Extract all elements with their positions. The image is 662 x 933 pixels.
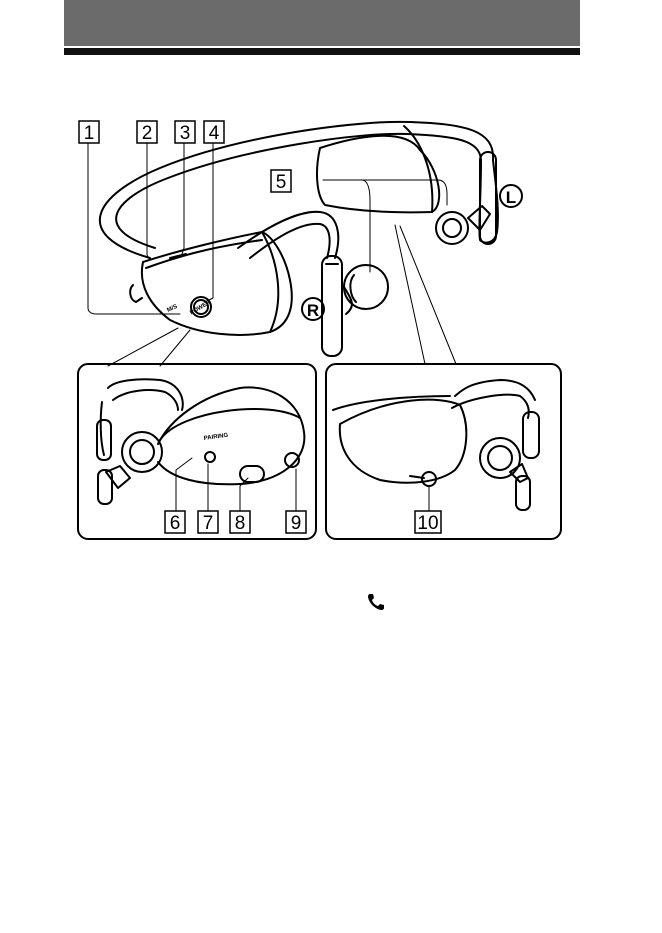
left-marker-label: L <box>506 188 516 207</box>
callout-number: 4 <box>209 123 220 144</box>
left-earbud <box>436 212 468 244</box>
callout-7: 7 <box>198 511 218 534</box>
neckband-outer <box>100 122 493 258</box>
ms-print: M/S <box>166 304 178 314</box>
inset-left-unit <box>326 364 561 539</box>
right-marker-label: R <box>307 301 319 320</box>
callout-3: 3 <box>175 121 195 144</box>
callout-number: 1 <box>84 123 95 144</box>
callout-6: 6 <box>165 511 185 534</box>
front-loop <box>238 212 338 258</box>
pairing-print: PAIRING <box>203 433 228 442</box>
inset-right-unit <box>78 364 316 539</box>
callout-5: 5 <box>271 170 291 193</box>
callout-number: 6 <box>170 513 181 534</box>
right-arm <box>322 256 342 356</box>
callout-number: 9 <box>291 513 302 534</box>
callout-8: 8 <box>230 511 250 534</box>
callout-number: 8 <box>235 513 246 534</box>
callout-10: 10 <box>415 511 441 534</box>
callout-2: 2 <box>137 121 157 144</box>
callout-number: 3 <box>180 123 191 144</box>
callout-9: 9 <box>286 511 306 534</box>
phone-icon <box>366 592 386 612</box>
callout-number: 10 <box>417 513 438 534</box>
neckband-inner <box>116 134 481 248</box>
callout-number: 2 <box>142 123 153 144</box>
callout-4: 4 <box>204 121 224 144</box>
callout-number: 5 <box>276 172 287 193</box>
callout-number: 7 <box>203 513 214 534</box>
callout-1: 1 <box>79 121 99 144</box>
